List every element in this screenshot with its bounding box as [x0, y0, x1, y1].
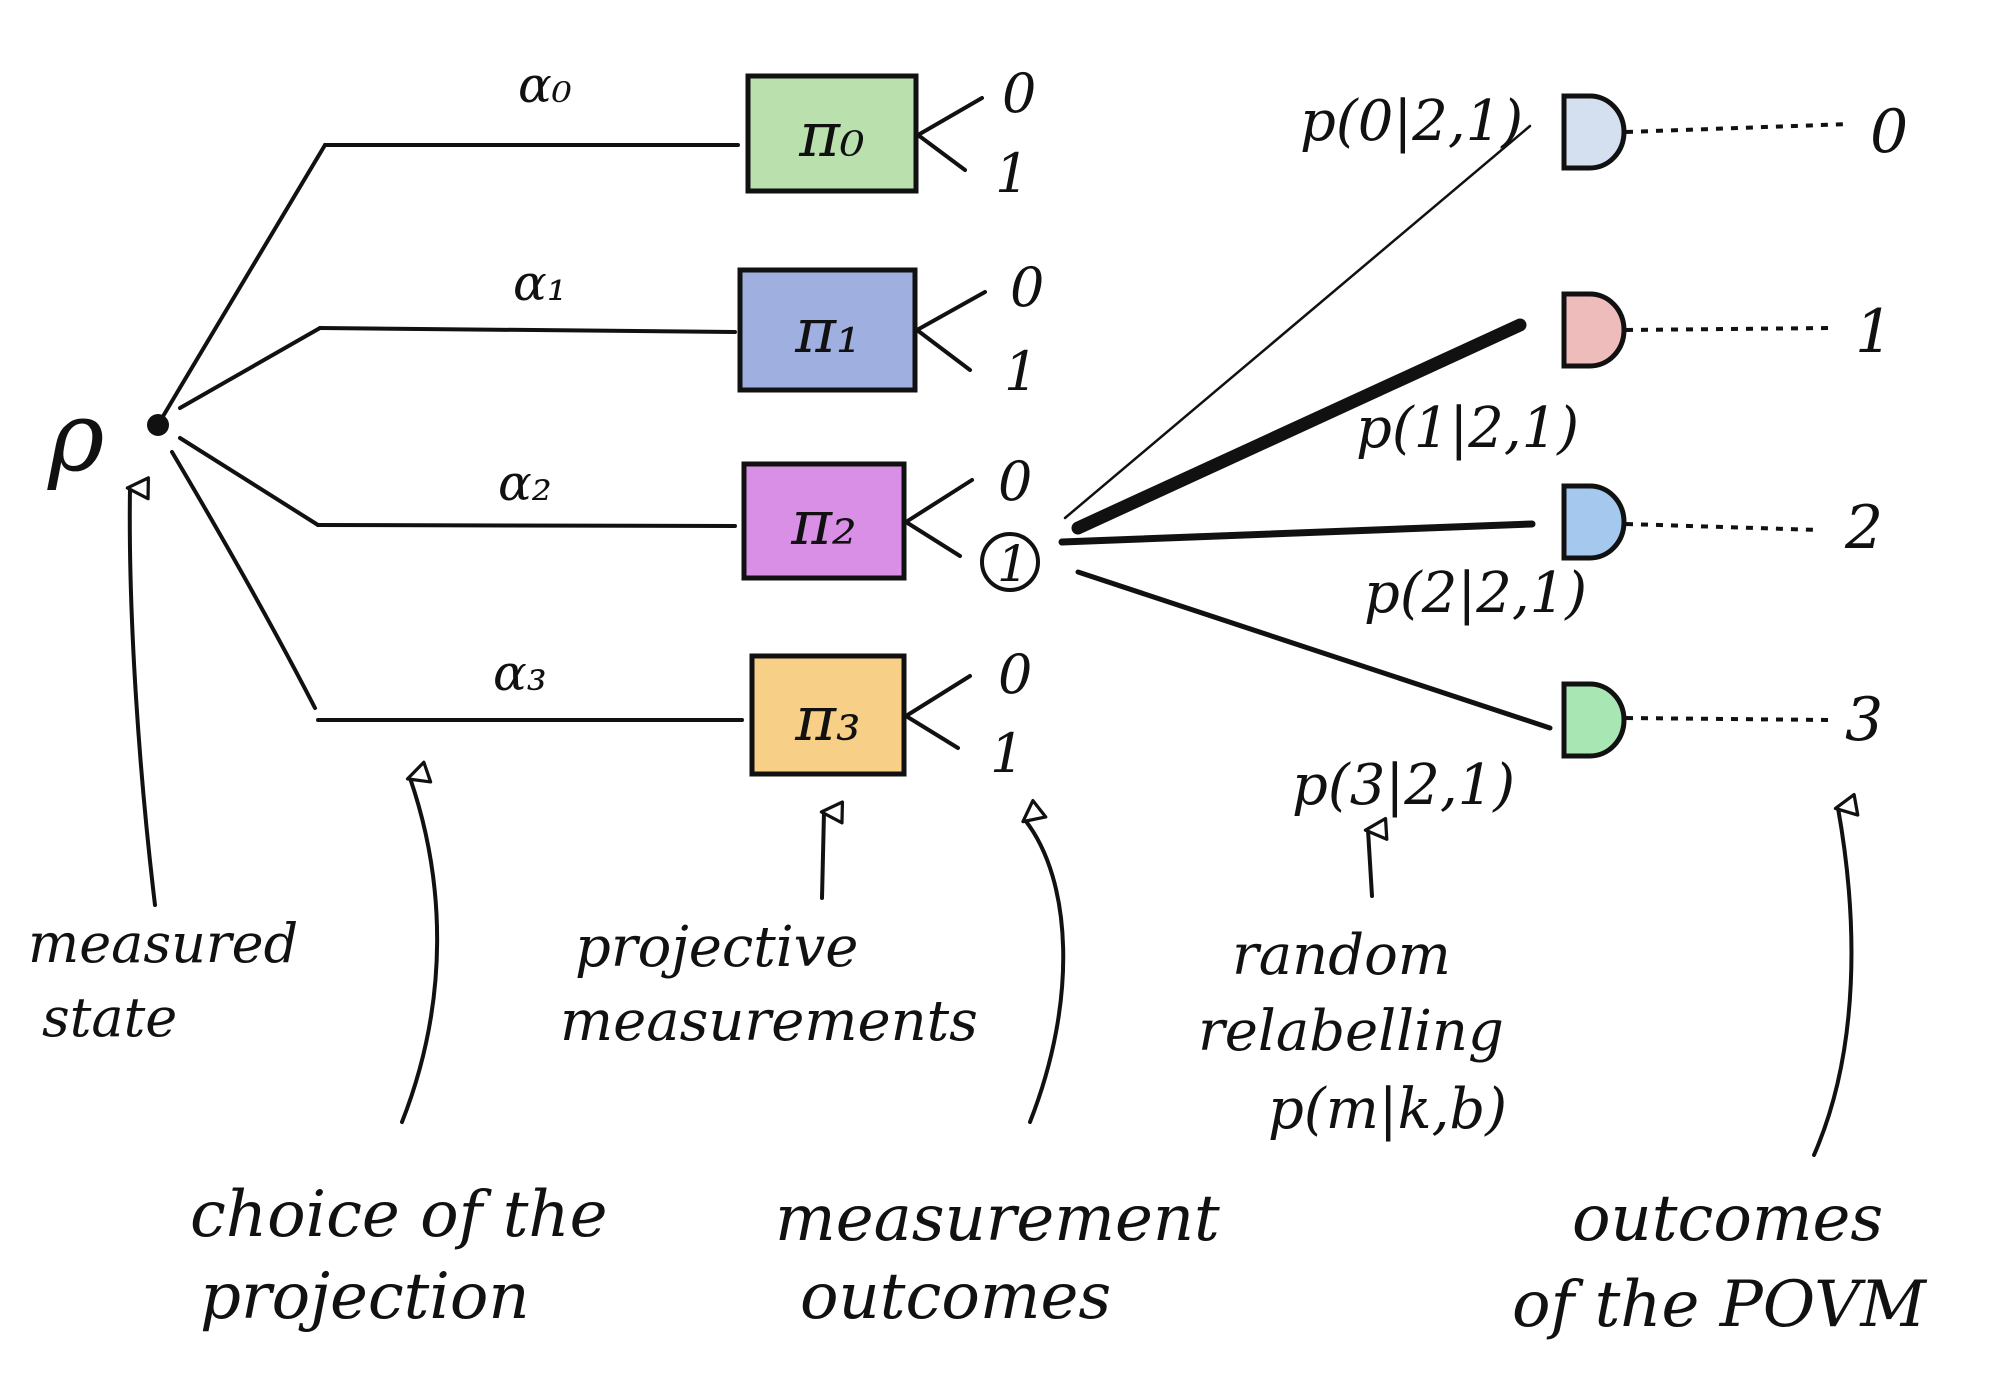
outcome-0-0: 0 — [1002, 62, 1036, 125]
detector-0 — [1561, 93, 1851, 171]
branch-fan — [160, 143, 327, 710]
arrow-choice — [400, 760, 440, 1124]
annotation-projective: projective measurements — [560, 915, 978, 1054]
annotation-arrows — [125, 476, 1860, 1157]
projector-box-fill — [741, 461, 907, 581]
annotation-line: measured — [28, 912, 298, 975]
weight-alpha-0: α₀ — [518, 56, 572, 114]
projector-box-fill — [749, 653, 907, 777]
projector-box-fill — [737, 267, 918, 393]
detector-icon — [1561, 681, 1627, 759]
relabel-lines — [1058, 124, 1553, 731]
detector-1 — [1561, 291, 1831, 369]
annotation-line: random — [1232, 923, 1451, 988]
relabel-prob-0: p(0|2,1) — [1300, 89, 1523, 154]
weight-alpha-2: α₂ — [498, 454, 552, 512]
projector-box-3: π₃ — [749, 653, 907, 777]
detector-wire — [1625, 522, 1821, 532]
relabel-prob-2: p(2|2,1) — [1364, 561, 1587, 626]
povm-outcome-0: 0 — [1870, 97, 1908, 167]
projector-label: π₁ — [794, 294, 861, 367]
state-dot — [147, 414, 169, 436]
povm-outcome-1: 1 — [1855, 297, 1893, 367]
detector-icon — [1561, 483, 1627, 561]
projector-box-2: π₂ — [741, 461, 907, 581]
annotation-relabelling: random relabelling p(m|k,b) — [1198, 923, 1507, 1142]
annotation-line: projective — [575, 915, 858, 980]
detector-wire — [1625, 122, 1851, 134]
weight-alpha-1: α₁ — [513, 254, 567, 312]
arrow-relabelling — [1363, 816, 1389, 898]
outcome-2-1: 1 — [997, 535, 1029, 593]
projector-box-1: π₁ — [737, 267, 918, 393]
relabel-prob-3: p(3|2,1) — [1292, 753, 1515, 818]
detector-icon — [1561, 93, 1627, 171]
arrow-povm-outcomes — [1812, 792, 1860, 1157]
projector-label: π₃ — [794, 682, 861, 755]
branch-lines — [316, 143, 744, 722]
outcome-3-1: 1 — [990, 722, 1024, 785]
selected-outcome-circle — [980, 532, 1040, 592]
relabel-prob-1: p(1|2,1) — [1356, 396, 1579, 461]
detector-3 — [1561, 681, 1831, 759]
annotation-line: p(m|k,b) — [1268, 1077, 1507, 1142]
arrow-measured-state — [125, 476, 157, 907]
state-symbol: ρ — [47, 381, 104, 493]
povm-outcome-3: 3 — [1845, 685, 1883, 755]
povm-outcome-2: 2 — [1844, 493, 1883, 563]
annotation-line: choice of the — [190, 1178, 608, 1252]
annotation-line: of the POVM — [1512, 1268, 1927, 1342]
outcome-forks — [904, 96, 987, 750]
annotation-povm-outcomes: outcomes of the POVM — [1512, 1182, 1927, 1342]
outcome-1-0: 0 — [1010, 256, 1044, 319]
annotation-line: measurements — [560, 989, 978, 1054]
outcome-3-0: 0 — [998, 643, 1032, 706]
projector-label: π₂ — [790, 486, 857, 559]
outcome-2-0: 0 — [998, 450, 1032, 513]
detector-wire — [1625, 326, 1831, 332]
annotation-line: state — [42, 986, 177, 1049]
annotation-line: projection — [200, 1260, 530, 1334]
annotation-line: outcomes — [800, 1260, 1111, 1334]
annotation-line: measurement — [775, 1182, 1220, 1256]
outcome-0-1: 1 — [995, 142, 1029, 205]
annotation-line: relabelling — [1198, 999, 1504, 1064]
detector-2 — [1561, 483, 1821, 561]
arrow-meas-outcomes — [1021, 798, 1066, 1124]
annotation-measured-state: measured state — [28, 912, 298, 1049]
annotation-measurement-outcomes: measurement outcomes — [775, 1182, 1220, 1334]
projector-box-fill — [745, 73, 919, 194]
detector-wire — [1625, 716, 1831, 722]
annotation-choice: choice of the projection — [190, 1178, 608, 1334]
weight-alpha-3: α₃ — [493, 644, 547, 702]
annotation-line: outcomes — [1572, 1182, 1883, 1256]
detector-icon — [1561, 291, 1627, 369]
outcome-1-1: 1 — [1004, 340, 1038, 403]
projector-box-0: π₀ — [745, 73, 919, 194]
projector-label: π₀ — [798, 98, 865, 171]
arrow-projective — [819, 800, 845, 900]
